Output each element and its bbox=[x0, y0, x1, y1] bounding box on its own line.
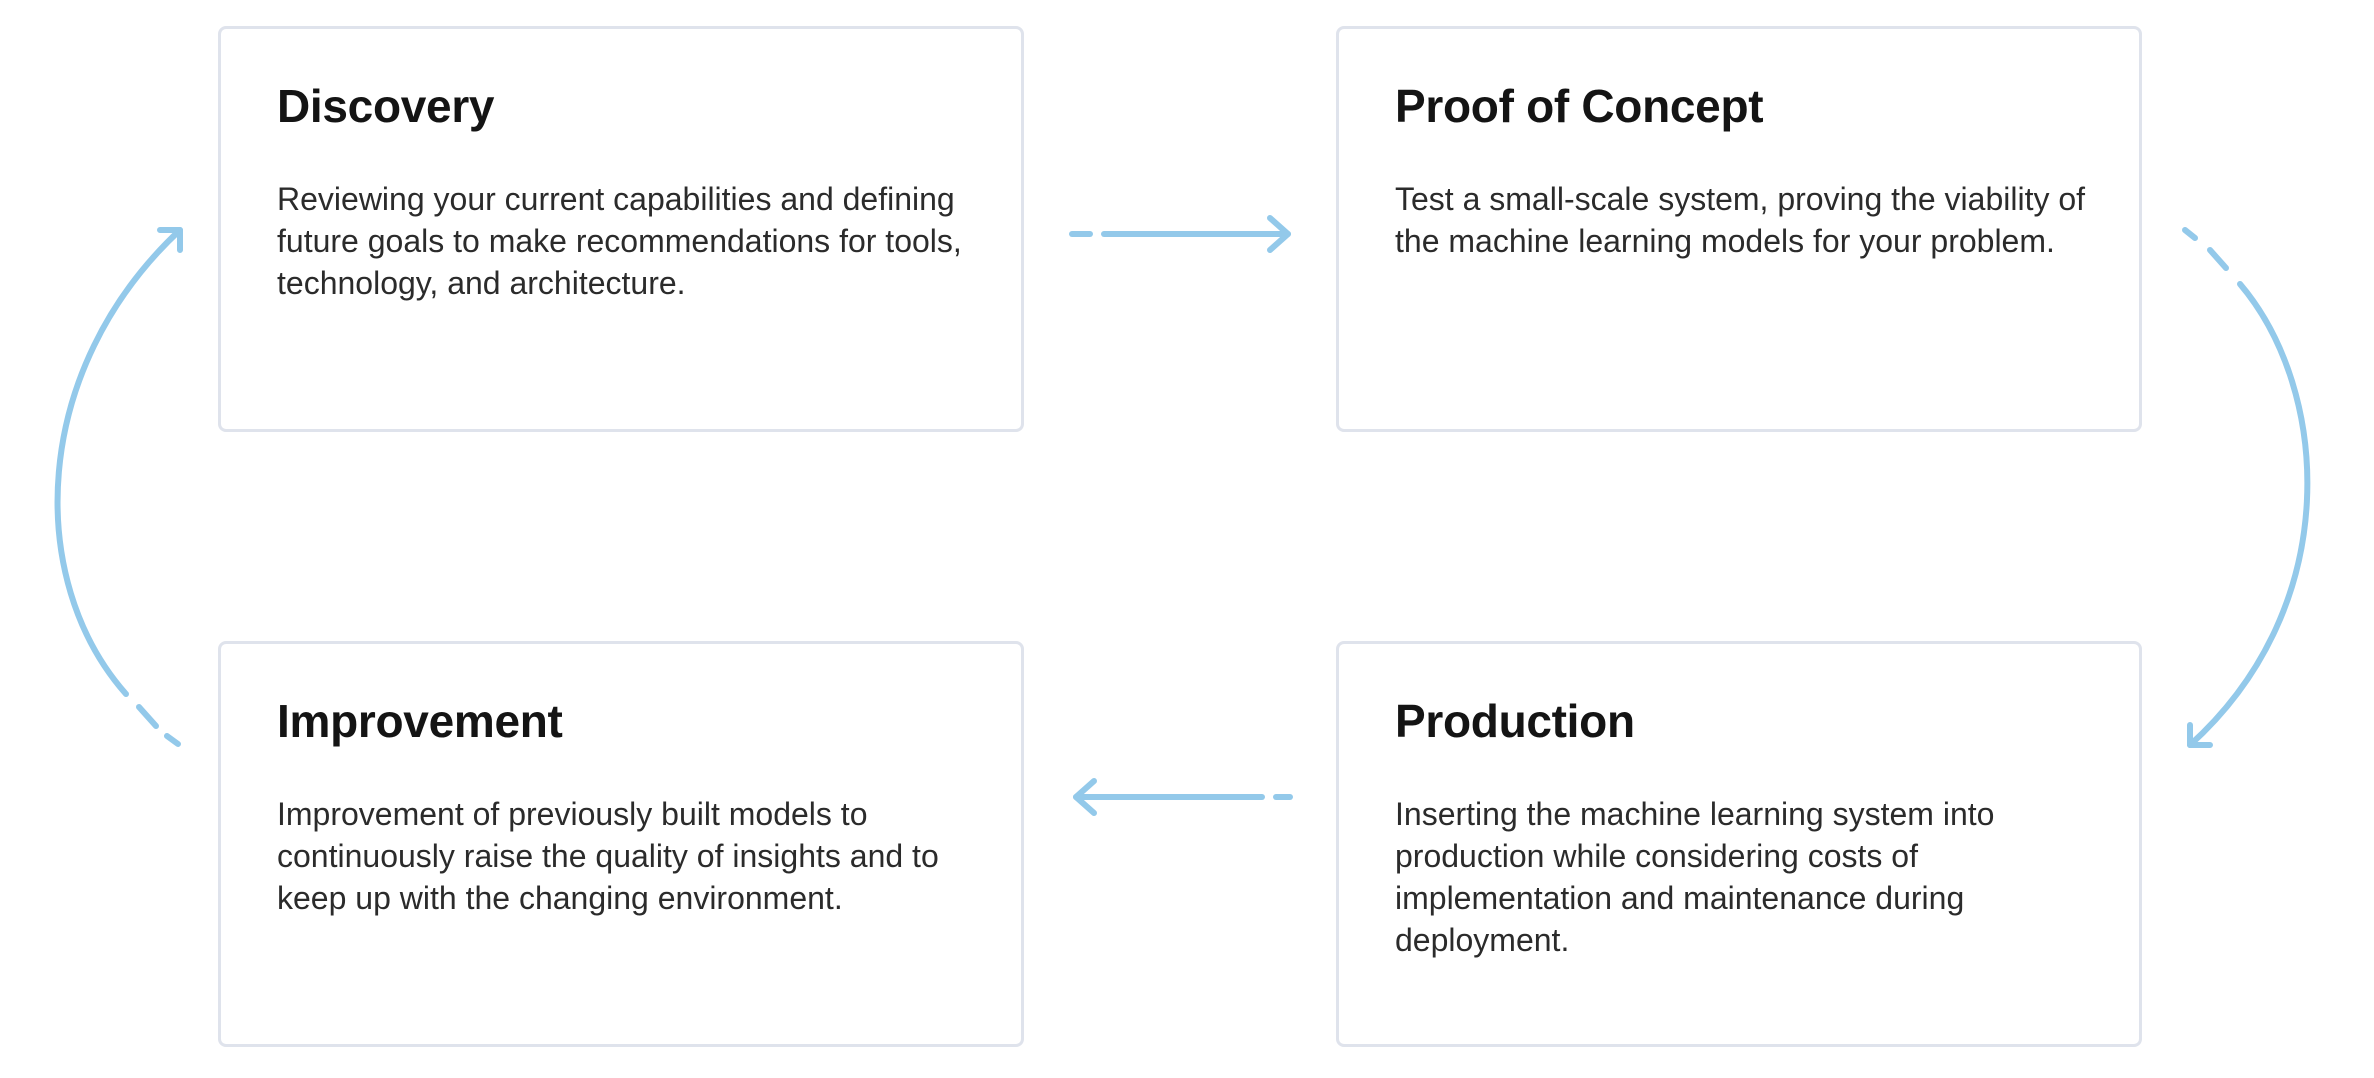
arrow-discovery-to-poc bbox=[1069, 215, 1291, 253]
arrow-production-to-improvement bbox=[1073, 778, 1293, 816]
card-title-production: Production bbox=[1395, 695, 1635, 747]
card-body-improvement: Improvement of previously built models t… bbox=[277, 795, 939, 916]
arrow-improvement-to-discovery bbox=[54, 227, 183, 747]
card-title-proof-of-concept: Proof of Concept bbox=[1395, 80, 1764, 132]
card-discovery: Discovery Reviewing your current capabil… bbox=[218, 26, 1024, 432]
card-body-discovery: Reviewing your current capabilities and … bbox=[277, 180, 962, 301]
card-production: Production Inserting the machine learnin… bbox=[1336, 641, 2142, 1047]
arrow-poc-to-production bbox=[2182, 227, 2311, 748]
card-title-improvement: Improvement bbox=[277, 695, 563, 747]
card-improvement: Improvement Improvement of previously bu… bbox=[218, 641, 1024, 1047]
card-title-discovery: Discovery bbox=[277, 80, 495, 132]
card-body-production: Inserting the machine learning system in… bbox=[1395, 795, 1995, 958]
card-body-proof-of-concept: Test a small-scale system, proving the v… bbox=[1395, 180, 2086, 259]
card-proof-of-concept: Proof of Concept Test a small-scale syst… bbox=[1336, 26, 2142, 432]
